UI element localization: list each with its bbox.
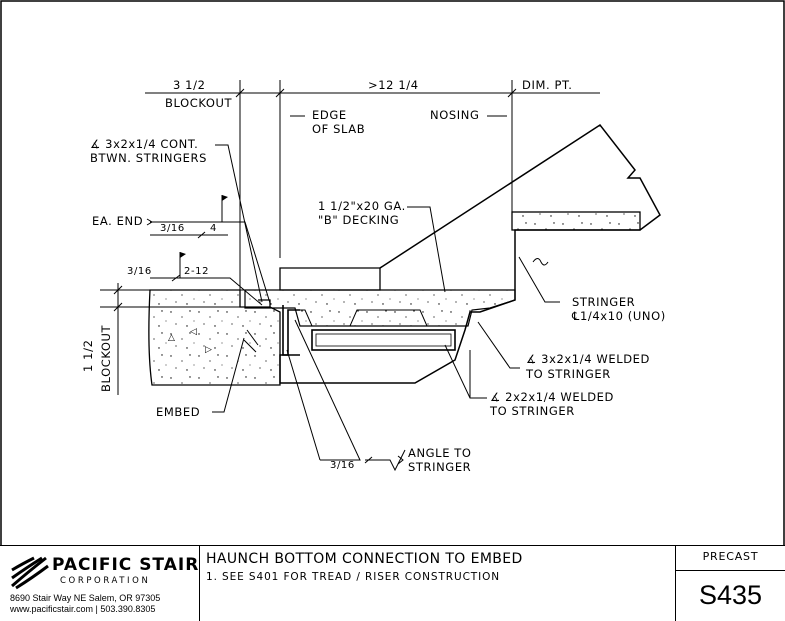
company-contact: www.pacificstair.com | 503.390.8305: [10, 604, 156, 614]
blockout-top-label: BLOCKOUT: [165, 96, 233, 110]
angle-cont-label-2: BTWN. STRINGERS: [90, 151, 207, 165]
title-block: PACIFIC STAIR CORPORATION 8690 Stair Way…: [0, 545, 785, 621]
decking-label-2: "B" DECKING: [318, 213, 400, 227]
angle-small-label-1: ∡ 2x2x1/4 WELDED: [490, 390, 614, 404]
dim-point-label: DIM. PT.: [522, 78, 573, 92]
weld3-size: 3/16: [330, 460, 355, 471]
dim-span: >12 1/4: [368, 78, 419, 92]
angle-welded-label-1: ∡ 3x2x1/4 WELDED: [526, 352, 650, 366]
blockout-side-label: BLOCKOUT: [99, 324, 113, 392]
svg-text:◁: ◁: [190, 327, 197, 337]
angle-welded-label-2: TO STRINGER: [526, 367, 611, 381]
decking-label-1: 1 1/2"x20 GA.: [318, 199, 406, 213]
embed-label: EMBED: [156, 405, 201, 419]
stringer-label-1: STRINGER: [572, 295, 636, 309]
angle-to-label-1: ANGLE TO: [408, 446, 472, 460]
weld-flags: [146, 195, 404, 465]
weld2-length: 2-12: [184, 266, 210, 277]
leaders: [150, 115, 560, 472]
weld1-size: 3/16: [160, 223, 185, 234]
dim-blockout-height: 1 1/2: [81, 339, 95, 372]
angle-small-label-2: TO STRINGER: [490, 404, 575, 418]
company-address: 8690 Stair Way NE Salem, OR 97305: [10, 593, 161, 603]
weld2-size: 3/16: [127, 266, 152, 277]
nosing-label: NOSING: [430, 108, 480, 122]
drawing-title-cell: HAUNCH BOTTOM CONNECTION TO EMBED 1. SEE…: [200, 546, 676, 621]
haunch: [243, 123, 661, 384]
sheet-number-cell: PRECAST S435: [676, 546, 785, 621]
each-end-label: EA. END: [92, 214, 144, 228]
company-name: PACIFIC STAIR: [52, 555, 200, 575]
edge-of-slab-label-1: EDGE: [312, 108, 347, 122]
angle-cont-label-1: ∡ 3x2x1/4 CONT.: [90, 137, 199, 151]
dim-blockout-width: 3 1/2: [173, 78, 206, 92]
pacific-stair-logo-icon: [11, 556, 49, 590]
sheet-border: [0, 0, 785, 545]
category-divider: [676, 570, 785, 571]
detail-drawing: ◁ △ ▷: [0, 0, 785, 545]
company-corporation: CORPORATION: [60, 576, 151, 586]
svg-text:△: △: [168, 333, 175, 343]
drawing-title: HAUNCH BOTTOM CONNECTION TO EMBED: [206, 551, 523, 567]
stringer-label-2: ℄1/4x10 (UNO): [572, 309, 666, 323]
svg-text:▷: ▷: [205, 345, 212, 355]
drawing-note: 1. SEE S401 FOR TREAD / RISER CONSTRUCTI…: [206, 571, 501, 583]
sheet-number: S435: [698, 580, 763, 610]
angle-to-label-2: STRINGER: [408, 460, 472, 474]
edge-of-slab-label-2: OF SLAB: [312, 122, 366, 136]
weld1-length: 4: [210, 223, 217, 234]
company-logo-cell: PACIFIC STAIR CORPORATION 8690 Stair Way…: [0, 546, 200, 621]
sheet-category: PRECAST: [702, 550, 759, 563]
